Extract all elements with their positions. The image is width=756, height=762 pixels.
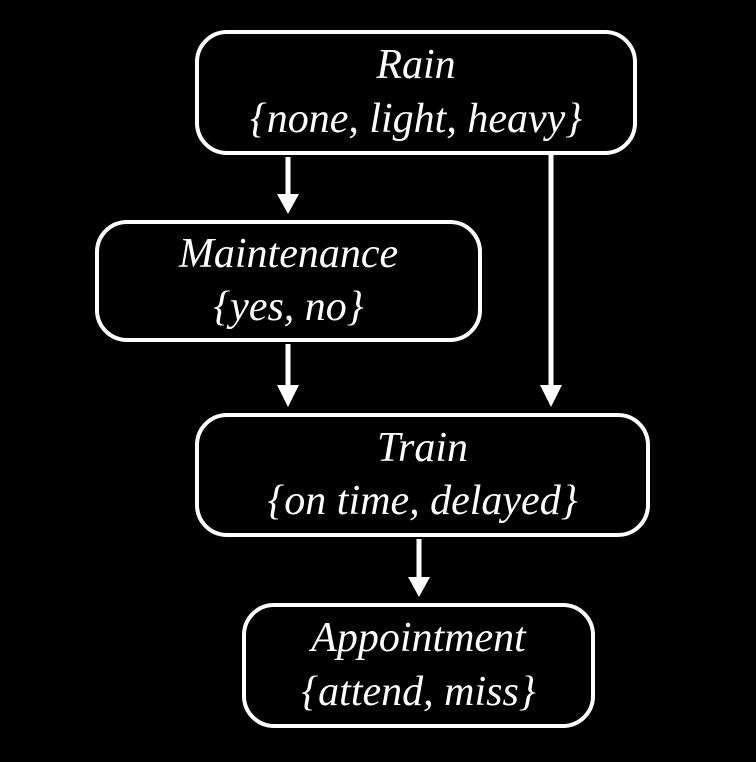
node-train: Train {on time, delayed} [195,413,650,537]
node-train-domain: {on time, delayed} [267,478,578,524]
node-rain-label: Rain [376,42,456,89]
node-rain-domain: {none, light, heavy} [249,95,583,142]
node-maintenance: Maintenance {yes, no} [95,220,482,342]
edge-train-to-appointment-arrow [408,539,430,597]
node-appointment: Appointment {attend, miss} [242,603,595,728]
node-maintenance-domain: {yes, no} [213,284,364,330]
node-train-label: Train [376,424,469,471]
node-appointment-label: Appointment [311,615,526,662]
node-appointment-domain: {attend, miss} [301,668,536,715]
edge-maintenance-to-train-arrow [277,344,299,407]
node-maintenance-label: Maintenance [178,230,399,277]
edge-rain-to-train-arrow [540,155,562,407]
edge-rain-to-maintenance-arrow [277,157,299,214]
node-rain: Rain {none, light, heavy} [195,30,637,155]
